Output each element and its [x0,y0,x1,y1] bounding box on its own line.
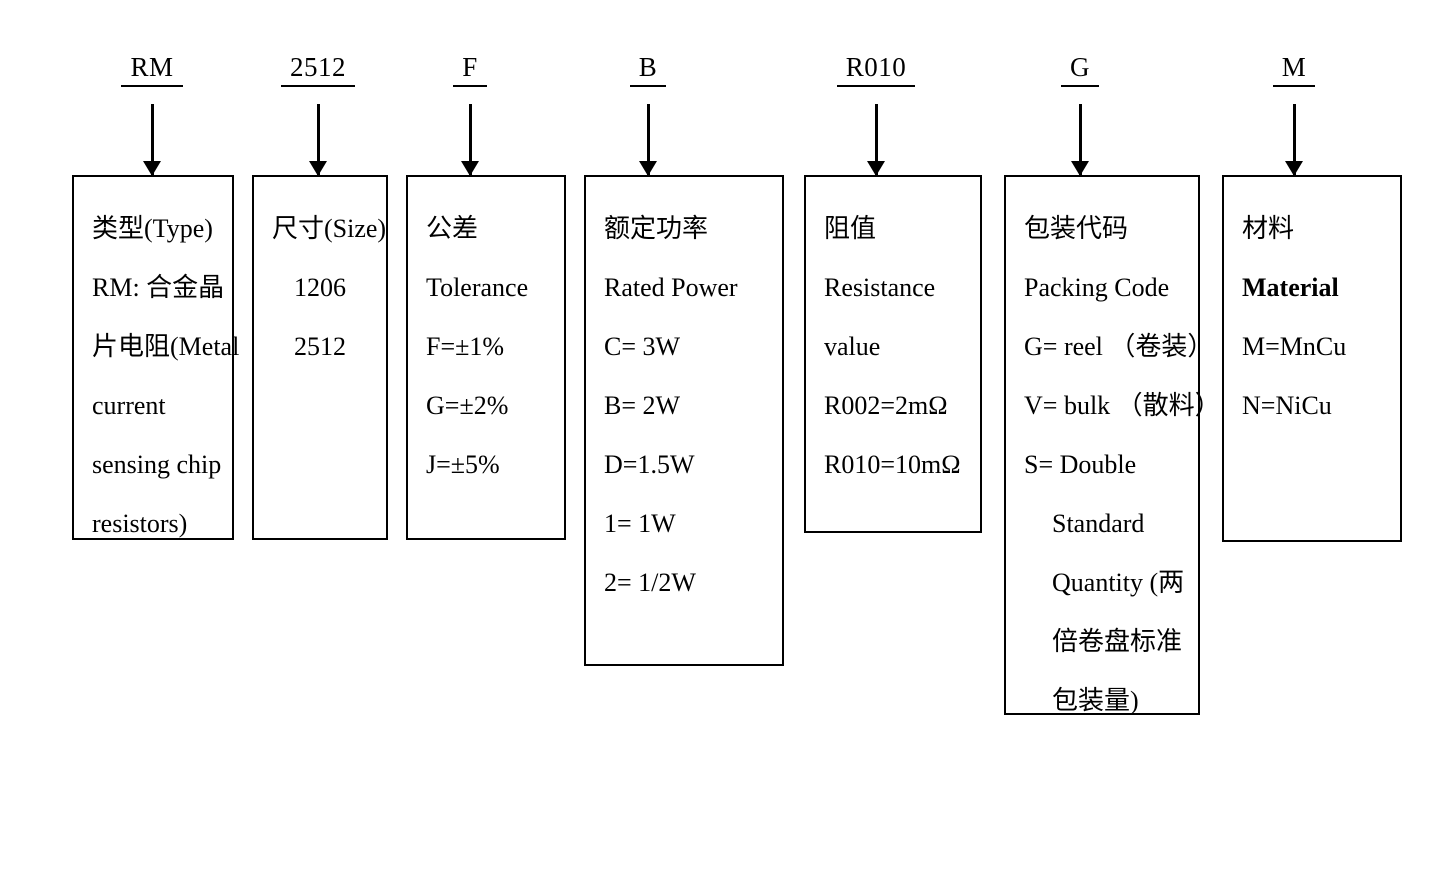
box-line: 尺寸(Size) [272,214,387,243]
arrow-head [461,161,479,176]
packing-code-box: 包装代码 Packing Code G= reel （卷装） V= bulk （散料）… [1004,175,1221,715]
box-line: B= 2W [604,391,681,420]
code-label-packing-code: G [990,52,1170,87]
code-label-rated-power: B [558,52,738,87]
box-line: Packing Code [1024,273,1170,302]
arrow-shaft [468,104,472,175]
box-line: 片电阻(Metal [92,332,240,361]
box-line: R002=2mΩ [824,391,948,420]
box-line: Tolerance [426,273,529,302]
box-line: M=MnCu [1242,332,1347,361]
box-lines-size: 尺寸(Size) 1206 2512 [254,199,386,376]
box-line: J=±5% [426,450,500,479]
box-line: Rated Power [604,273,738,302]
code-text-material: M [1272,52,1316,87]
box-line: Standard [1052,509,1145,538]
box-line: value [824,332,881,361]
code-text-rated-power: B [629,52,667,87]
arrow-shaft [316,104,320,175]
box-line: N=NiCu [1242,391,1332,420]
box-line: 倍卷盘标准 [1052,627,1183,656]
box-line: current [92,391,166,420]
box-line: G=±2% [426,391,509,420]
box-line: C= 3W [604,332,681,361]
box-line: 额定功率 [604,214,709,243]
type-box: 类型(Type) RM: 合金晶片电阻(Metal current sensing c… [72,175,239,540]
box-line: 类型(Type) [92,214,213,243]
box-line: sensing chip [92,450,222,479]
code-label-material: M [1204,52,1384,87]
box-line: Resistance [824,273,936,302]
box-line: 1206 [294,273,346,302]
box-lines-rated-power: 额定功率 Rated Power C= 3W B= 2W D=1.5W 1= 1W 2= 1… [586,199,782,612]
code-label-size: 2512 [228,52,408,87]
box-line: 包装代码 [1024,214,1129,243]
size-box: 尺寸(Size) 1206 2512 [252,175,388,540]
box-line: V= bulk （散料） [1024,391,1221,420]
box-line: R010=10mΩ [824,450,961,479]
box-line: 公差 [426,214,479,243]
box-line: Quantity (两 [1052,568,1185,597]
code-label-tolerance: F [380,52,560,87]
arrow-head [867,161,885,176]
code-text-size: 2512 [281,52,355,87]
arrow-shaft [874,104,878,175]
box-lines-type: 类型(Type) RM: 合金晶片电阻(Metal current sensing c… [74,199,240,553]
box-line: RM: 合金晶 [92,273,225,302]
code-text-packing-code: G [1061,52,1099,87]
box-line: 包装量) [1052,686,1139,715]
box-line: D=1.5W [604,450,695,479]
box-line: S= Double [1024,450,1137,479]
box-line: resistors) [92,509,188,538]
arrow-shaft [646,104,650,175]
box-line: G= reel （卷装） [1024,332,1214,361]
arrow-head [1285,161,1303,176]
code-text-resistance: R010 [836,52,916,87]
box-line: Material [1242,273,1339,302]
arrow-shaft [150,104,154,175]
arrow-shaft [1292,104,1296,175]
arrow-head [143,161,161,176]
code-label-type: RM [62,52,242,87]
box-line: 2512 [294,332,346,361]
code-label-resistance: R010 [786,52,966,87]
arrow-head [309,161,327,176]
code-text-tolerance: F [453,52,487,87]
box-line: 阻值 [824,214,877,243]
box-line: F=±1% [426,332,505,361]
box-line: 2= 1/2W [604,568,696,597]
box-lines-packing-code: 包装代码 Packing Code G= reel （卷装） V= bulk （散料）… [1006,199,1221,730]
arrow-shaft [1078,104,1082,175]
code-text-type: RM [121,52,183,87]
rated-power-box: 额定功率 Rated Power C= 3W B= 2W D=1.5W 1= 1W 2= 1… [584,175,784,666]
arrow-head [1071,161,1089,176]
arrow-head [639,161,657,176]
box-line: 材料 [1242,214,1295,243]
box-line: 1= 1W [604,509,676,538]
